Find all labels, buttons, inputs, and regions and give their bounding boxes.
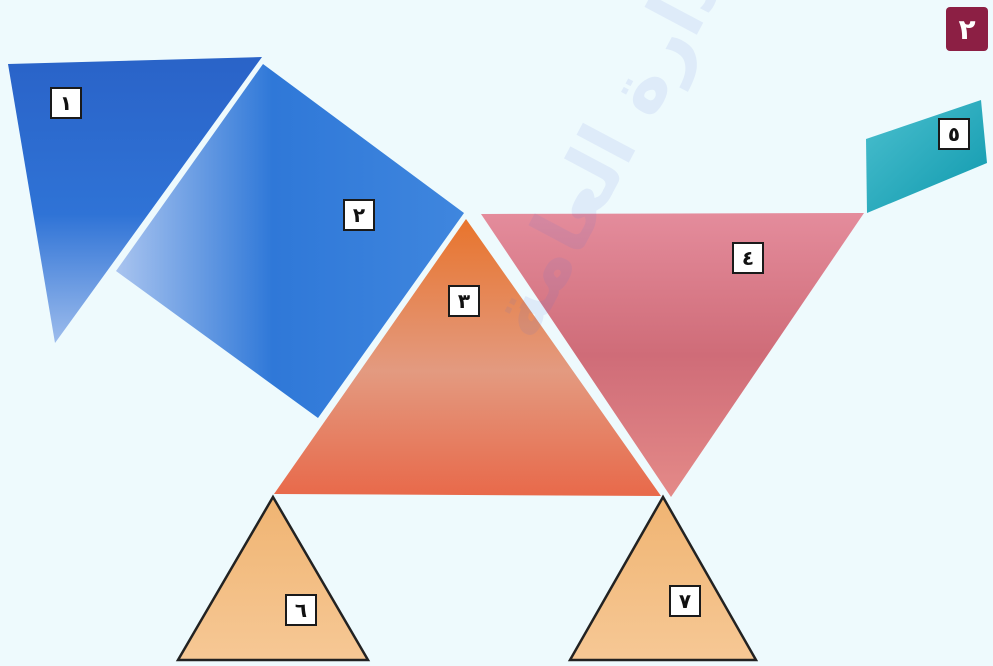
piece-label-4: ٤ xyxy=(732,242,764,274)
piece-6-triangle xyxy=(178,497,368,660)
piece-label-3: ٣ xyxy=(448,285,480,317)
piece-label-1: ١ xyxy=(50,87,82,119)
piece-label-2: ٢ xyxy=(343,199,375,231)
piece-label-7: ٧ xyxy=(669,585,701,617)
page-number-badge: ٢ xyxy=(946,7,988,51)
piece-label-5: ٥ xyxy=(938,118,970,150)
piece-5-parallelogram xyxy=(866,100,987,213)
piece-7-triangle xyxy=(570,497,756,660)
piece-label-6: ٦ xyxy=(285,594,317,626)
